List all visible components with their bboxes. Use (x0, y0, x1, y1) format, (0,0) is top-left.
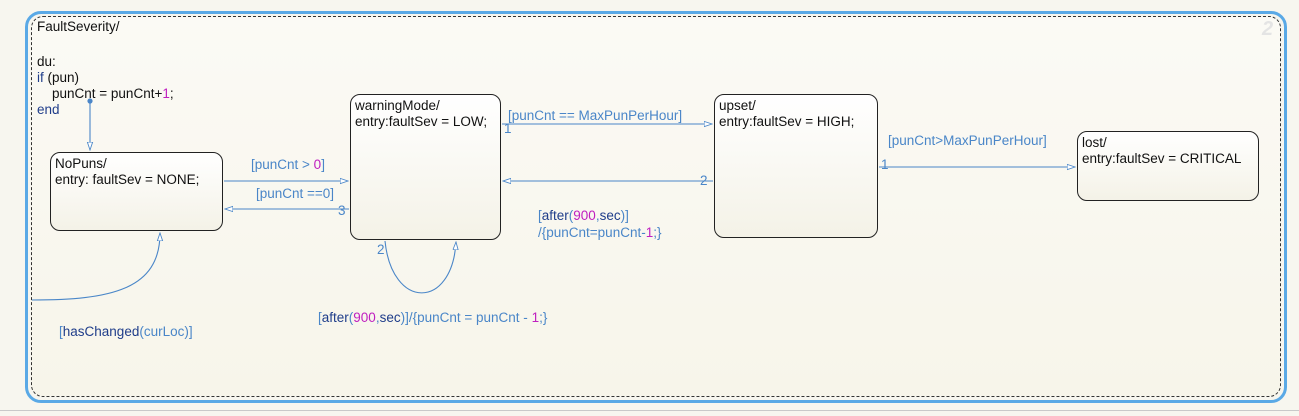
transition-warning-self-loop[interactable] (384, 241, 456, 294)
state-lost-name: lost/ (1082, 135, 1107, 150)
self-loop-bracket: [ (318, 310, 322, 325)
label-warning-to-nopuns: [punCnt ==0] (256, 186, 335, 201)
upset-warn-sec: sec (599, 208, 621, 223)
state-nopuns-entry: entry: faultSev = NONE; (55, 172, 200, 187)
du-body-post: ; (169, 86, 174, 101)
state-warningmode-entry: entry:faultSev = LOW; (355, 114, 488, 129)
upset-warn-comma: , (595, 208, 600, 223)
label-warning-to-upset: [punCnt == MaxPunPerHour] (508, 108, 683, 123)
self-loop-open: ( (348, 310, 354, 325)
label-nopuns-to-warning-pre: [punCnt > (251, 157, 314, 172)
label-nopuns-to-warning: [punCnt > 0] (251, 157, 325, 173)
state-nopuns[interactable]: NoPuns/ entry: faultSev = NONE; (50, 152, 223, 231)
du-label: du: (37, 54, 56, 69)
self-loop-900: 900 (353, 310, 376, 325)
loop-arg: (curLoc) (139, 324, 189, 339)
loop-haschanged: hasChanged (62, 324, 140, 339)
transition-loop-to-nopuns[interactable] (31, 233, 160, 301)
order-self-loop: 2 (377, 242, 385, 257)
du-body-num: 1 (162, 86, 170, 101)
superstate-name: FaultSeverity/ (37, 19, 120, 34)
state-nopuns-name: NoPuns/ (55, 156, 107, 171)
upset-warn-bracket: [ (538, 208, 542, 223)
du-if-condition: (pun) (43, 70, 80, 85)
upset-warn-one: 1 (645, 225, 654, 240)
state-warningmode[interactable]: warningMode/ entry:faultSev = LOW; (350, 94, 501, 240)
self-loop-comma: , (375, 310, 380, 325)
order-upset-to-warning: 2 (700, 173, 708, 188)
canvas-bottom-border (0, 410, 1299, 411)
self-loop-action: /{punCnt = punCnt - (408, 310, 532, 325)
upset-warn-open: ( (568, 208, 574, 223)
superstate-faultseverity[interactable] (31, 16, 1281, 397)
loop-end: ] (188, 324, 193, 339)
loop-bracket: [ (59, 324, 63, 339)
self-loop-close: )] (400, 310, 409, 325)
state-upset-name: upset/ (719, 98, 756, 113)
du-end: end (37, 102, 60, 117)
chart-number: 2 (1262, 18, 1274, 40)
label-upset-to-warning-line1: [after(900,sec)] (538, 208, 629, 224)
order-upset-to-lost: 1 (881, 157, 889, 172)
label-upset-to-lost: [punCnt>MaxPunPerHour] (888, 133, 1047, 148)
state-upset-entry: entry:faultSev = HIGH; (719, 114, 855, 129)
upset-warn-action: /{punCnt=punCnt- (538, 225, 646, 240)
du-if-keyword: if (37, 70, 44, 85)
du-body-pre: punCnt = punCnt+ (37, 86, 163, 101)
state-lost[interactable]: lost/ entry:faultSev = CRITICAL (1077, 131, 1259, 201)
self-loop-end: ;} (539, 310, 548, 325)
order-warning-to-nopuns: 3 (338, 203, 346, 218)
du-body-line: punCnt = punCnt+1; (37, 86, 174, 102)
upset-warn-end: ;} (653, 225, 662, 240)
order-warning-to-upset: 1 (504, 121, 512, 136)
state-warningmode-name: warningMode/ (355, 98, 440, 113)
self-loop-one: 1 (531, 310, 540, 325)
label-upset-to-warning-line2: /{punCnt=punCnt-1;} (538, 225, 662, 241)
state-lost-entry: entry:faultSev = CRITICAL (1082, 151, 1242, 166)
label-nopuns-to-warning-post: ] (321, 157, 325, 172)
self-loop-sec: sec (379, 310, 401, 325)
du-if-line: if (pun) (37, 70, 79, 86)
label-nopuns-to-warning-num: 0 (313, 157, 322, 172)
state-upset[interactable]: upset/ entry:faultSev = HIGH; (714, 94, 878, 238)
label-loop-to-nopuns: [hasChanged(curLoc)] (59, 324, 193, 340)
label-self-loop: [after(900,sec)]/{punCnt = punCnt - 1;} (318, 310, 547, 326)
upset-warn-close: )] (620, 208, 629, 223)
self-loop-after: after (321, 310, 349, 325)
chart-selection-border (25, 11, 1287, 403)
upset-warn-after: after (541, 208, 569, 223)
upset-warn-900: 900 (573, 208, 596, 223)
